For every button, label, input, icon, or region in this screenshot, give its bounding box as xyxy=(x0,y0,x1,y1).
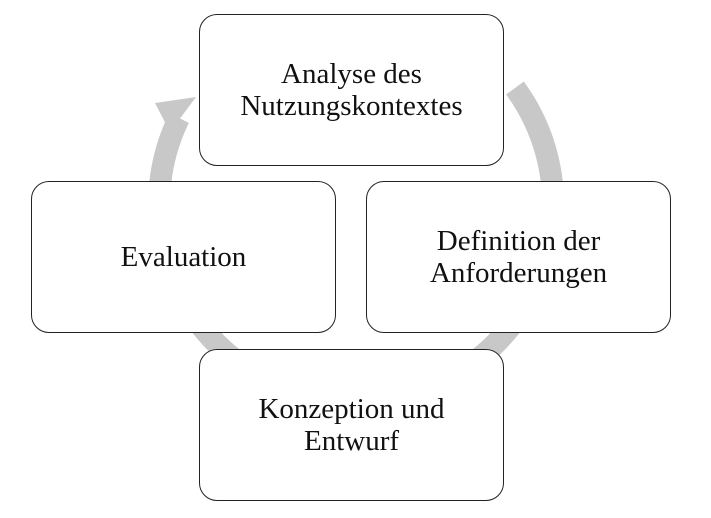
stage-analyse-nutzungskontext: Analyse des Nutzungskontextes xyxy=(199,14,504,166)
stage-label: Konzeption und Entwurf xyxy=(258,392,445,457)
stage-label: Evaluation xyxy=(120,240,247,273)
stage-label: Definition der Anforderungen xyxy=(429,224,608,289)
stage-definition-anforderungen: Definition der Anforderungen xyxy=(366,181,671,333)
stage-evaluation: Evaluation xyxy=(31,181,336,333)
stage-label: Analyse des Nutzungskontextes xyxy=(240,57,463,122)
stage-konzeption-entwurf: Konzeption und Entwurf xyxy=(199,349,504,501)
cycle-arrowhead xyxy=(155,97,196,132)
